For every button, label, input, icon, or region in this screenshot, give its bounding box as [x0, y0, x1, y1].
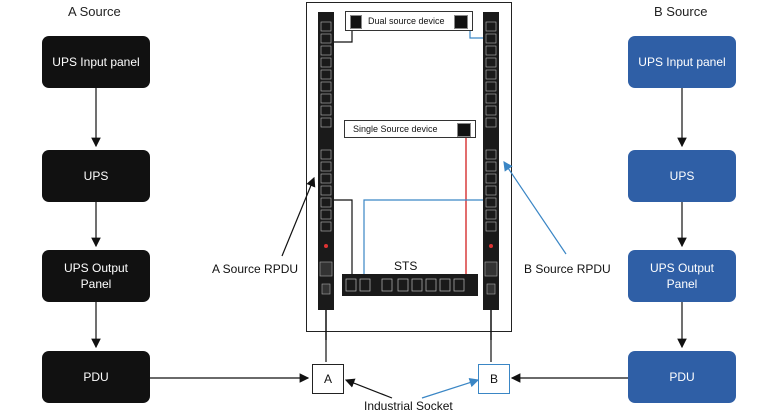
b-source-title: B Source [654, 4, 708, 19]
b-pdu: PDU [628, 351, 736, 403]
socket-b: B [478, 364, 510, 394]
b-ups: UPS [628, 150, 736, 202]
sts-unit [342, 274, 478, 296]
dual-source-device-label: Dual source device [368, 16, 445, 26]
b-rpdu-to-sts-cable [363, 199, 483, 274]
b-rpdu-strip [483, 12, 499, 362]
a-pdu: PDU [42, 351, 150, 403]
a-source-rpdu-label: A Source RPDU [212, 262, 299, 276]
plug-icon [350, 15, 362, 29]
a-ups: UPS [42, 150, 150, 202]
single-source-device-label: Single Source device [353, 124, 438, 134]
a-rpdu-to-sts-cable [334, 199, 353, 274]
industrial-socket-label: Industrial Socket [364, 399, 453, 413]
a-rpdu-strip [318, 12, 334, 362]
single-source-device-box: Single Source device [344, 120, 476, 138]
a-ups-output-panel: UPS Output Panel [42, 250, 150, 302]
a-rpdu-label-arrow [281, 176, 316, 257]
plug-icon [454, 15, 468, 29]
b-ups-input-panel: UPS Input panel [628, 36, 736, 88]
b-ups-output-panel: UPS Output Panel [628, 250, 736, 302]
sts-label: STS [394, 259, 418, 273]
socket-a: A [312, 364, 344, 394]
a-source-title: A Source [68, 4, 121, 19]
dual-source-device-box: Dual source device [345, 11, 473, 31]
a-ups-input-panel: UPS Input panel [42, 36, 150, 88]
b-rpdu-label-arrow [503, 161, 567, 255]
socket-arrow-b [421, 378, 480, 399]
socket-arrow-a [344, 378, 393, 399]
b-source-rpdu-label: B Source RPDU [524, 262, 611, 276]
plug-icon [457, 123, 471, 137]
